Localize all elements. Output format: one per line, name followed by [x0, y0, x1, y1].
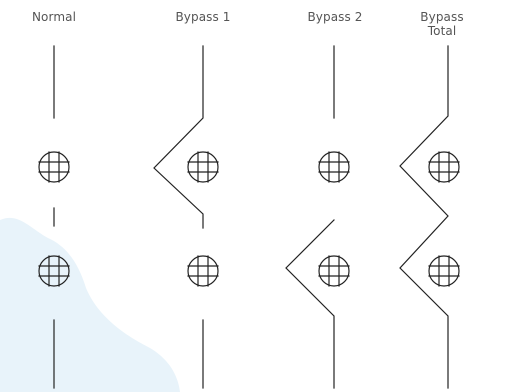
bypass-1-route [153, 45, 204, 229]
strainer-bypass-1-upper [187, 151, 219, 183]
strainer-bypass-2-upper [318, 151, 350, 183]
diagram-lines [38, 45, 460, 389]
column-title-bypass-total-line-2: Total [427, 24, 457, 38]
column-title-bypass-2-line-1: Bypass 2 [307, 10, 363, 24]
column-title-normal: Normal [30, 10, 78, 24]
strainer-bypass-total-upper [428, 151, 460, 183]
column-title-bypass-2: Bypass 2 [300, 10, 370, 24]
column-title-bypass-total-line-1: Bypass [420, 10, 464, 24]
column-title-normal-line-1: Normal [31, 10, 77, 24]
column-title-bypass-total: Bypass Total [417, 10, 467, 38]
background-blob [0, 217, 180, 392]
column-title-bypass-1: Bypass 1 [168, 10, 238, 24]
strainer-normal-lower [38, 255, 70, 287]
bypass-total-route [399, 45, 449, 389]
column-title-bypass-1-line-1: Bypass 1 [175, 10, 231, 24]
bypass-2-route [285, 219, 335, 389]
strainer-bypass-2-lower [318, 255, 350, 287]
strainer-bypass-total-lower [428, 255, 460, 287]
strainer-bypass-1-lower [187, 255, 219, 287]
strainer-normal-upper [38, 151, 70, 183]
